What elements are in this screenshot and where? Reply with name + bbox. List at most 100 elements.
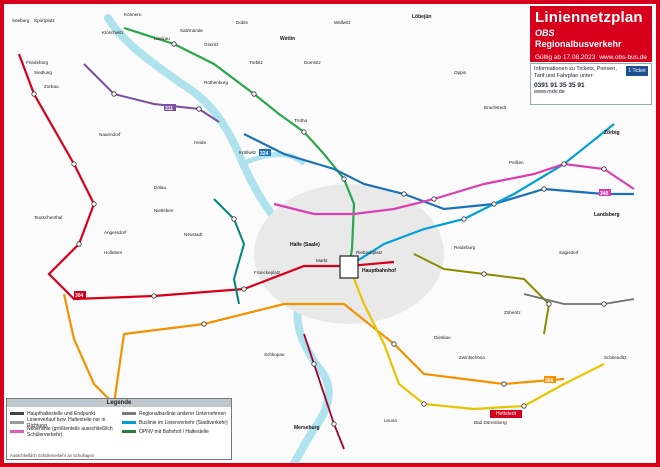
station-label: Kloschwitz: [102, 30, 124, 35]
line-red: [17, 53, 395, 301]
station-label: Wettin: [280, 36, 295, 42]
legend-item: Linienverlauf bzw. Haltestelle nur in Ri…: [10, 416, 118, 429]
website-link[interactable]: www.obs-bus.de: [599, 54, 647, 61]
line-badge[interactable]: 304: [74, 291, 86, 299]
station-label: Bad Dürrenberg: [474, 420, 507, 425]
station-label: Zwintschöna: [459, 355, 485, 360]
station-label: Zöberitz: [504, 310, 521, 315]
svg-text:324: 324: [260, 151, 269, 157]
station-label: Dieskau: [434, 335, 451, 340]
station-label: Reideburg: [454, 245, 476, 250]
brand-line: OBS Regionalbusverkehr: [535, 28, 647, 50]
station-label: Nietleben: [154, 208, 174, 213]
info-box: Informationen zu Tickets, Preisen, Tarif…: [530, 63, 652, 105]
legend-column-left: Haupthaltestelle und Endpunkt Linienverl…: [10, 409, 118, 438]
station-label: Franckeplatz: [254, 270, 281, 275]
station-label: Dölau: [154, 185, 166, 190]
station-label: Teutschenthal: [34, 215, 62, 220]
legend-label: Regionalbuslinie anderer Unternehmen: [139, 410, 226, 417]
station-label: Oppin: [454, 70, 467, 75]
stop-dots: [31, 41, 607, 427]
legend-footnote: Ausschließlich Schülerverkehr an Schulta…: [10, 453, 95, 458]
legend-label: Buslinie im Linienverkehr (Stadtverkehr): [139, 419, 228, 426]
svg-text:360: 360: [545, 378, 554, 384]
legend-item: ÖPNV mit Bahnhof / Haltestelle: [122, 427, 230, 436]
station-label: Riebeckplatz: [356, 250, 383, 255]
line-magenta: [273, 162, 635, 216]
line-grey: [523, 293, 635, 305]
station-label: Siedlung: [34, 70, 52, 75]
station-label: Könnern: [124, 12, 142, 17]
brand-subtitle: Regionalbusverkehr: [535, 39, 622, 49]
city-area: [254, 184, 444, 324]
info-text: Informationen zu Tickets, Preisen, Tarif…: [534, 66, 617, 79]
legend-title: Legende: [7, 399, 231, 407]
legend-swatch: [10, 430, 24, 433]
legend-item: Regionalbuslinie anderer Unternehmen: [122, 409, 230, 418]
station-label: Holleben: [104, 250, 123, 255]
svg-text:340: 340: [600, 191, 609, 197]
station-label: Angersdorf: [104, 230, 127, 235]
station-label: Friedeburg: [26, 60, 49, 65]
station-label: Leuna: [384, 418, 397, 423]
station-label: Gimritz: [204, 42, 219, 47]
title-meta: Gültig ab 17.08.2023 www.obs-bus.de: [535, 54, 647, 61]
legend-swatch: [122, 421, 136, 424]
legend-label: Haupthaltestelle und Endpunkt: [27, 410, 96, 417]
svg-text:304: 304: [75, 293, 84, 299]
ticket-app-badge[interactable]: 1 Ticket: [626, 66, 648, 76]
legend-swatch: [10, 412, 24, 415]
info-phone[interactable]: 0391 91 35 35 91: [534, 82, 585, 89]
valid-date: Gültig ab 17.08.2023: [535, 54, 596, 61]
station-label: Sagisdorf: [559, 250, 579, 255]
station-label: Sportplatz: [34, 18, 55, 23]
legend-label: Linienverlauf bzw. Haltestelle nur in Ri…: [27, 416, 106, 429]
title-box: Liniennetzplan OBS Regionalbusverkehr Gü…: [530, 6, 652, 62]
legend-swatch: [122, 430, 136, 433]
station-label: Seeburg: [12, 18, 30, 23]
station-label: Halle (Saale): [290, 242, 320, 248]
main-hub-marker[interactable]: [339, 255, 359, 279]
station-label: Zörbig: [604, 130, 620, 136]
legend-label: ÖPNV mit Bahnhof / Haltestelle: [139, 428, 209, 435]
legend-label: Nebenlinie (größtenteils ausschließlich …: [27, 425, 113, 438]
page-title: Liniennetzplan: [535, 9, 643, 26]
svg-text:311: 311: [165, 106, 173, 112]
station-label: Neustadt: [184, 232, 203, 237]
station-label: Trotha: [294, 118, 308, 123]
line-badge[interactable]: 324: [259, 149, 271, 157]
station-label: Rothenburg: [204, 80, 228, 85]
legend-item: Buslinie im Linienverkehr (Stadtverkehr): [122, 418, 230, 427]
line-badge[interactable]: 360: [544, 376, 556, 384]
legend-item: Nebenlinie (größtenteils ausschließlich …: [10, 425, 118, 438]
station-label: Lieskau: [154, 36, 170, 41]
line-olive: [413, 253, 551, 335]
station-label: Schkeuditz: [604, 355, 627, 360]
line-teal: [213, 198, 246, 305]
station-label: Hauptbahnhof: [362, 268, 396, 274]
legend-item: Haupthaltestelle und Endpunkt: [10, 409, 118, 418]
station-label: Wallwitz: [334, 20, 351, 25]
river-branch: [240, 152, 306, 167]
legend-column-right: Regionalbuslinie anderer Unternehmen Bus…: [122, 409, 230, 436]
station-label: Landsberg: [594, 212, 620, 218]
destination-ribbon[interactable]: Hettstedt: [490, 410, 522, 418]
info-web[interactable]: www.mdv.de: [534, 89, 565, 95]
station-label: Löbejün: [412, 14, 431, 20]
station-label: Trebitz: [249, 60, 264, 65]
line-purple: [83, 63, 220, 123]
station-label: Merseburg: [294, 425, 320, 431]
legend-swatch: [122, 412, 136, 415]
station-label: Peißen: [509, 160, 524, 165]
station-label: Zorbau: [44, 84, 59, 89]
line-darkred: [303, 333, 345, 450]
line-badge[interactable]: 340: [599, 189, 611, 197]
station-label: Markt: [316, 258, 328, 263]
line-badge[interactable]: 311: [164, 104, 176, 112]
station-label: Nauendorf: [99, 132, 121, 137]
route-network-map: 311 324 340 360 304 Seeburg Sportplatz L…: [12, 12, 635, 463]
station-label: Schkopau: [264, 352, 285, 357]
station-label: Heide: [194, 140, 206, 145]
brand-logo: OBS: [535, 28, 555, 38]
station-label: Dobis: [236, 20, 248, 25]
